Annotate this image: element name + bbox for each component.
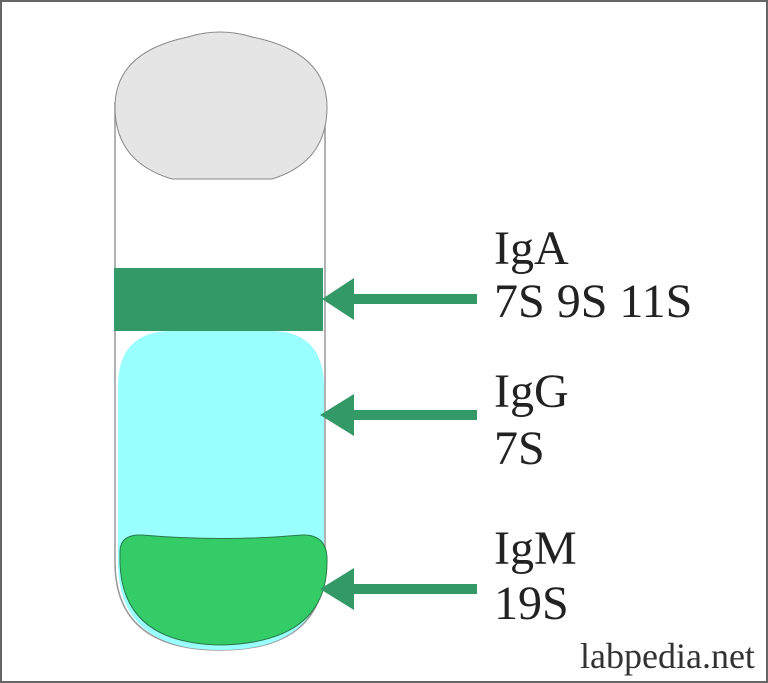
igm-arrow [320,568,477,610]
igg-arrow [320,394,477,436]
iga-label: IgA [494,222,569,275]
igg-value: 7S [494,422,545,475]
iga-arrow [322,278,477,320]
igm-value: 19S [494,577,569,630]
igm-label: IgM [494,522,577,575]
igm-layer [119,534,328,646]
iga-band [114,268,323,331]
tube [114,31,328,651]
iga-value: 7S 9S 11S [494,275,692,328]
arrows [320,278,477,610]
tube-cap [114,31,328,180]
igg-label: IgG [494,365,569,418]
watermark: labpedia.net [580,636,755,676]
